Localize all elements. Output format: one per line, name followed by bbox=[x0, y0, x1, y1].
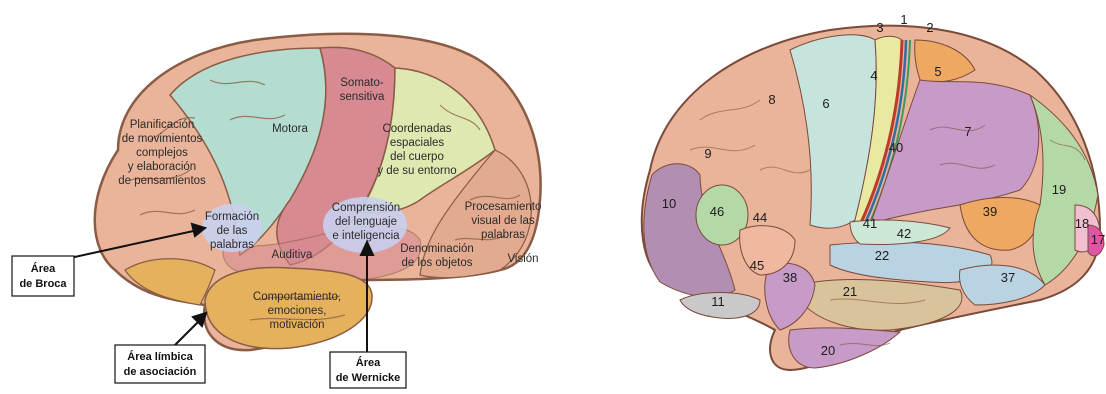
label-prefrontal-line-1: Planificación bbox=[130, 119, 195, 131]
callout-wernicke: Área de Wernicke bbox=[330, 352, 406, 388]
brodmann-area-21: 21 bbox=[843, 284, 857, 299]
label-language-line-2: del lenguaje bbox=[335, 216, 397, 228]
callout-broca-line-1: Área bbox=[31, 262, 56, 275]
brodmann-area-40: 40 bbox=[889, 140, 903, 155]
label-spatial-line-2: espaciales bbox=[390, 137, 445, 149]
label-object-naming-line-1: Denominación bbox=[400, 243, 474, 255]
label-limbic-line-2: emociones, bbox=[268, 305, 327, 317]
brodmann-area-6: 6 bbox=[822, 96, 829, 111]
label-language-line-3: e inteligencia bbox=[332, 230, 400, 242]
brodmann-area-44: 44 bbox=[753, 210, 767, 225]
brodmann-area-9: 9 bbox=[704, 146, 711, 161]
callout-broca-line-2: de Broca bbox=[19, 278, 67, 290]
label-language-line-1: Comprensión bbox=[332, 202, 400, 214]
brodmann-area-38: 38 bbox=[783, 270, 797, 285]
label-object-naming-line-2: de los objetos bbox=[402, 257, 473, 269]
callout-limbic-line-2: de asociación bbox=[124, 366, 197, 378]
label-limbic-line-3: motivación bbox=[270, 319, 325, 331]
label-visual-words-line-1: Procesamiento bbox=[465, 201, 542, 213]
label-prefrontal-line-5: de pensamientos bbox=[118, 175, 206, 187]
brodmann-area-3: 3 bbox=[876, 20, 883, 35]
label-word-formation-line-3: palabras bbox=[210, 239, 254, 251]
callout-broca: Área de Broca bbox=[12, 256, 74, 296]
label-visual-words-line-2: visual de las bbox=[471, 215, 535, 227]
brodmann-area-11: 11 bbox=[711, 294, 725, 309]
brodmann-area-5: 5 bbox=[934, 64, 941, 79]
label-prefrontal-line-2: de movimientos bbox=[122, 133, 203, 145]
label-somatosensory-line-2: sensitiva bbox=[340, 91, 385, 103]
brodmann-area-4: 4 bbox=[870, 68, 877, 83]
label-spatial-line-3: del cuerpo bbox=[390, 151, 444, 163]
label-spatial-line-4: y de su entorno bbox=[377, 165, 456, 177]
brodmann-area-46: 46 bbox=[710, 204, 724, 219]
label-prefrontal-line-4: y elaboración bbox=[128, 161, 196, 173]
label-word-formation-line-2: de las bbox=[217, 225, 248, 237]
brodmann-area-37: 37 bbox=[1001, 270, 1015, 285]
brodmann-area-42: 42 bbox=[897, 226, 911, 241]
brodmann-area-1: 1 bbox=[900, 12, 907, 27]
brodmann-area-10: 10 bbox=[662, 196, 676, 211]
label-language-comprehension: Comprensión del lenguaje e inteligencia bbox=[332, 202, 400, 242]
area-20-region bbox=[789, 328, 900, 368]
label-visual-words-line-3: palabras bbox=[481, 229, 525, 241]
brodmann-area-22: 22 bbox=[875, 248, 889, 263]
brodmann-area-41: 41 bbox=[863, 216, 877, 231]
callout-wernicke-line-1: Área bbox=[356, 356, 381, 369]
label-word-formation-line-1: Formación bbox=[205, 211, 259, 223]
brodmann-area-39: 39 bbox=[983, 204, 997, 219]
limbic-inferior-band bbox=[125, 259, 215, 305]
label-motor: Motora bbox=[272, 123, 308, 135]
callout-wernicke-line-2: de Wernicke bbox=[336, 372, 401, 384]
label-prefrontal-line-3: complejos bbox=[136, 147, 188, 159]
label-spatial-line-1: Coordenadas bbox=[382, 123, 451, 135]
label-somatosensory-line-1: Somato- bbox=[340, 77, 384, 89]
label-limbic-line-1: Comportamiento, bbox=[253, 291, 341, 303]
left-brain-diagram: Planificación de movimientos complejos y… bbox=[12, 34, 541, 388]
label-auditory: Auditiva bbox=[272, 249, 314, 261]
brodmann-area-8: 8 bbox=[768, 92, 775, 107]
callout-limbic-line-1: Área límbica bbox=[127, 350, 193, 363]
callout-limbic-association: Área límbica de asociación bbox=[115, 345, 205, 383]
brodmann-area-45: 45 bbox=[750, 258, 764, 273]
label-vision: Visión bbox=[507, 253, 538, 265]
brodmann-area-7: 7 bbox=[964, 124, 971, 139]
brodmann-area-20: 20 bbox=[821, 343, 835, 358]
brodmann-area-19: 19 bbox=[1052, 182, 1066, 197]
brodmann-area-2: 2 bbox=[926, 20, 933, 35]
brodmann-area-18: 18 bbox=[1075, 216, 1089, 231]
brodmann-area-17: 17 bbox=[1091, 232, 1105, 247]
